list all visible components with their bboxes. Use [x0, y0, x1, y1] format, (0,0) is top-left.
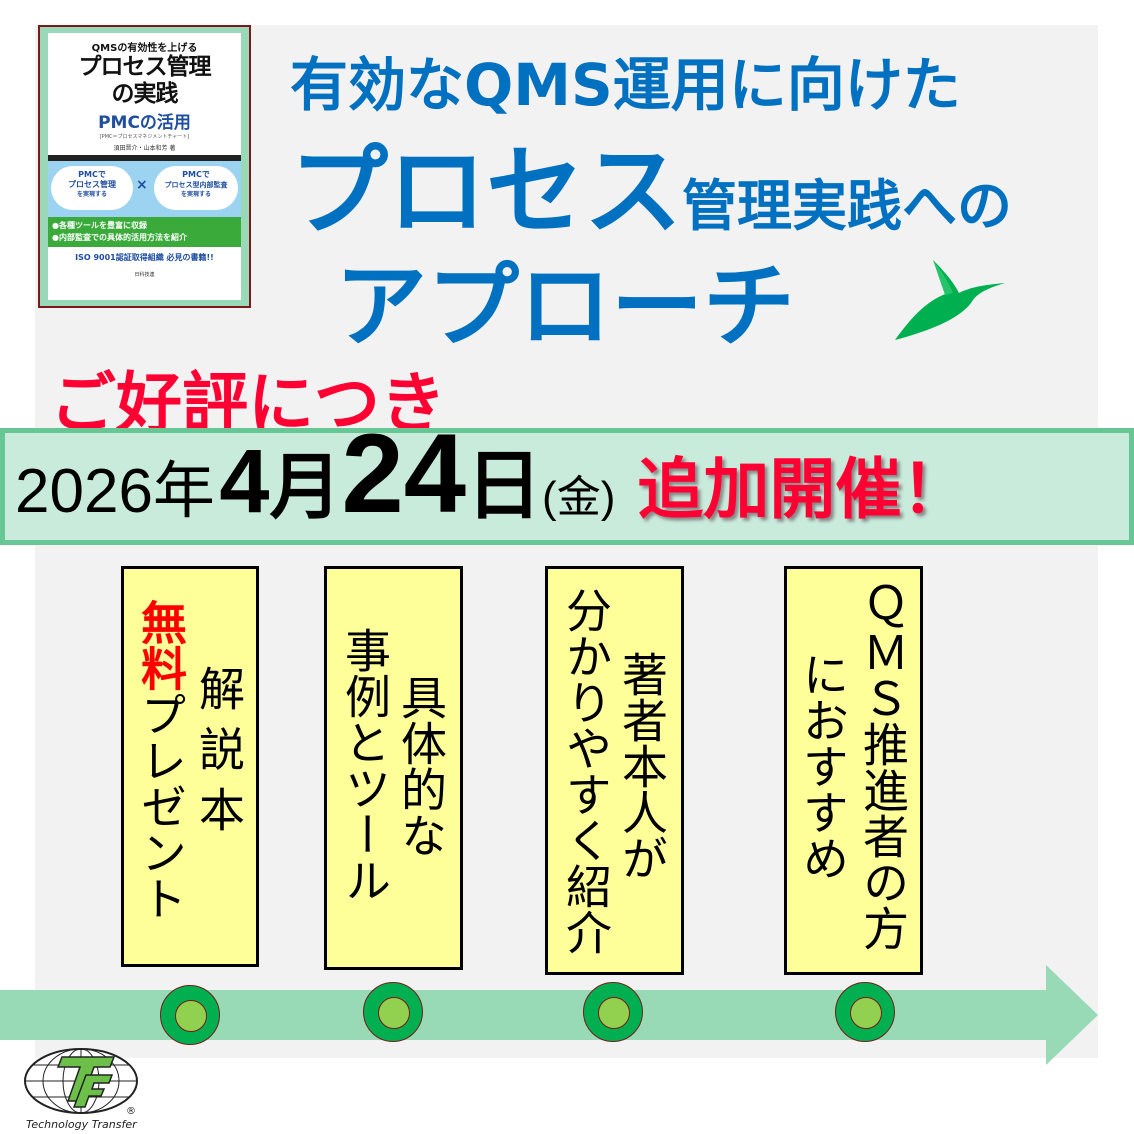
- registered-mark: ®: [126, 1106, 136, 1117]
- additional-session: 追加開催！: [637, 452, 968, 526]
- timeline-arrowhead: [1046, 965, 1098, 1065]
- present-label: プレゼント: [134, 691, 188, 921]
- book-blue-band: PMCで プロセス管理 を実現する × PMCで プロセス型内部監査 を実現する: [48, 161, 241, 217]
- book-oval-right: PMCで プロセス型内部監査 を実現する: [154, 166, 238, 210]
- timeline-dot: [583, 982, 643, 1042]
- oval-text: を実現する: [76, 191, 107, 198]
- date-line: 2026年 4月24日(金) 追加開催！: [15, 409, 967, 538]
- day-num: 24: [341, 411, 467, 536]
- headline-line1: 有効なQMS運用に向けた: [290, 51, 961, 119]
- book-bullet: ●各種ツールを豊富に収録: [52, 221, 147, 230]
- month-num: 4: [219, 432, 270, 532]
- book-note: [PMC＝プロセスマネジメントチャート]: [99, 134, 190, 140]
- oval-text: プロセス型内部監査: [164, 181, 228, 189]
- timeline-dot: [835, 982, 895, 1042]
- card-text-right: 解 説 本: [192, 665, 246, 833]
- card-examples: 具体的な 事例とツール: [324, 566, 463, 970]
- book-authors: 須田晋介・山本和芳 著: [113, 145, 176, 152]
- headline-practice: 管理実践への: [682, 174, 1013, 238]
- card-text-left: 無料プレゼント: [134, 599, 188, 921]
- oval-text: を実現する: [180, 191, 211, 198]
- card-recommend: ＱＭＳ推進者の方 におすすめ: [784, 566, 923, 975]
- logo-text: Technology Transfer: [26, 1118, 137, 1131]
- weekday: (金): [542, 473, 616, 522]
- timeline-dot: [363, 982, 423, 1042]
- card-text-right: 著者本人が: [615, 651, 669, 881]
- book-subtitle: QMSの有効性を上げる: [91, 43, 198, 54]
- book-bullets: ●各種ツールを豊富に収録 ●内部監査での具体的活用方法を紹介: [48, 217, 241, 247]
- book-cover: QMSの有効性を上げる プロセス管理 の実践 PMCの活用 [PMC＝プロセスマ…: [38, 25, 251, 308]
- book-pmc: PMCの活用: [98, 113, 191, 133]
- card-text-left: 事例とツール: [338, 627, 392, 903]
- oval-text: プロセス管理: [68, 180, 116, 189]
- hummingbird-icon: [895, 260, 1005, 340]
- cross-mark: ×: [136, 177, 148, 193]
- timeline-dot: [160, 985, 220, 1045]
- card-text-left: におすすめ: [796, 651, 850, 881]
- book-divider: [48, 155, 241, 161]
- book-bullet: ●内部監査での具体的活用方法を紹介: [52, 233, 187, 242]
- card-author: 著者本人が 分かりやすく紹介: [545, 566, 684, 975]
- technology-transfer-logo: [24, 1048, 138, 1114]
- date-banner: 2026年 4月24日(金) 追加開催！: [0, 411, 1134, 545]
- oval-text: PMCで: [78, 170, 106, 179]
- year: 2026年: [15, 457, 215, 526]
- book-iso: ISO 9001認証取得組織 必見の書籍!!: [75, 253, 214, 262]
- book-oval-left: PMCで プロセス管理 を実現する: [51, 166, 133, 210]
- headline-process: プロセス: [290, 135, 683, 249]
- day-unit: 日: [466, 444, 543, 529]
- book-publisher: 日科技連: [134, 272, 155, 278]
- card-text-right: 具体的な: [394, 674, 448, 858]
- headline-line3: アプローチ: [335, 253, 796, 360]
- card-text-left: 分かりやすく紹介: [559, 587, 613, 955]
- oval-text: PMCで: [182, 170, 210, 179]
- free-label: 無料: [134, 599, 188, 691]
- card-free-book: 解 説 本 無料プレゼント: [121, 566, 259, 967]
- book-title-1: プロセス管理: [78, 54, 212, 80]
- headline-line2: プロセス管理実践への: [290, 112, 1012, 254]
- card-text-right: ＱＭＳ推進者の方: [856, 583, 910, 951]
- book-title-2: の実践: [111, 81, 179, 107]
- month-unit: 月: [269, 448, 342, 528]
